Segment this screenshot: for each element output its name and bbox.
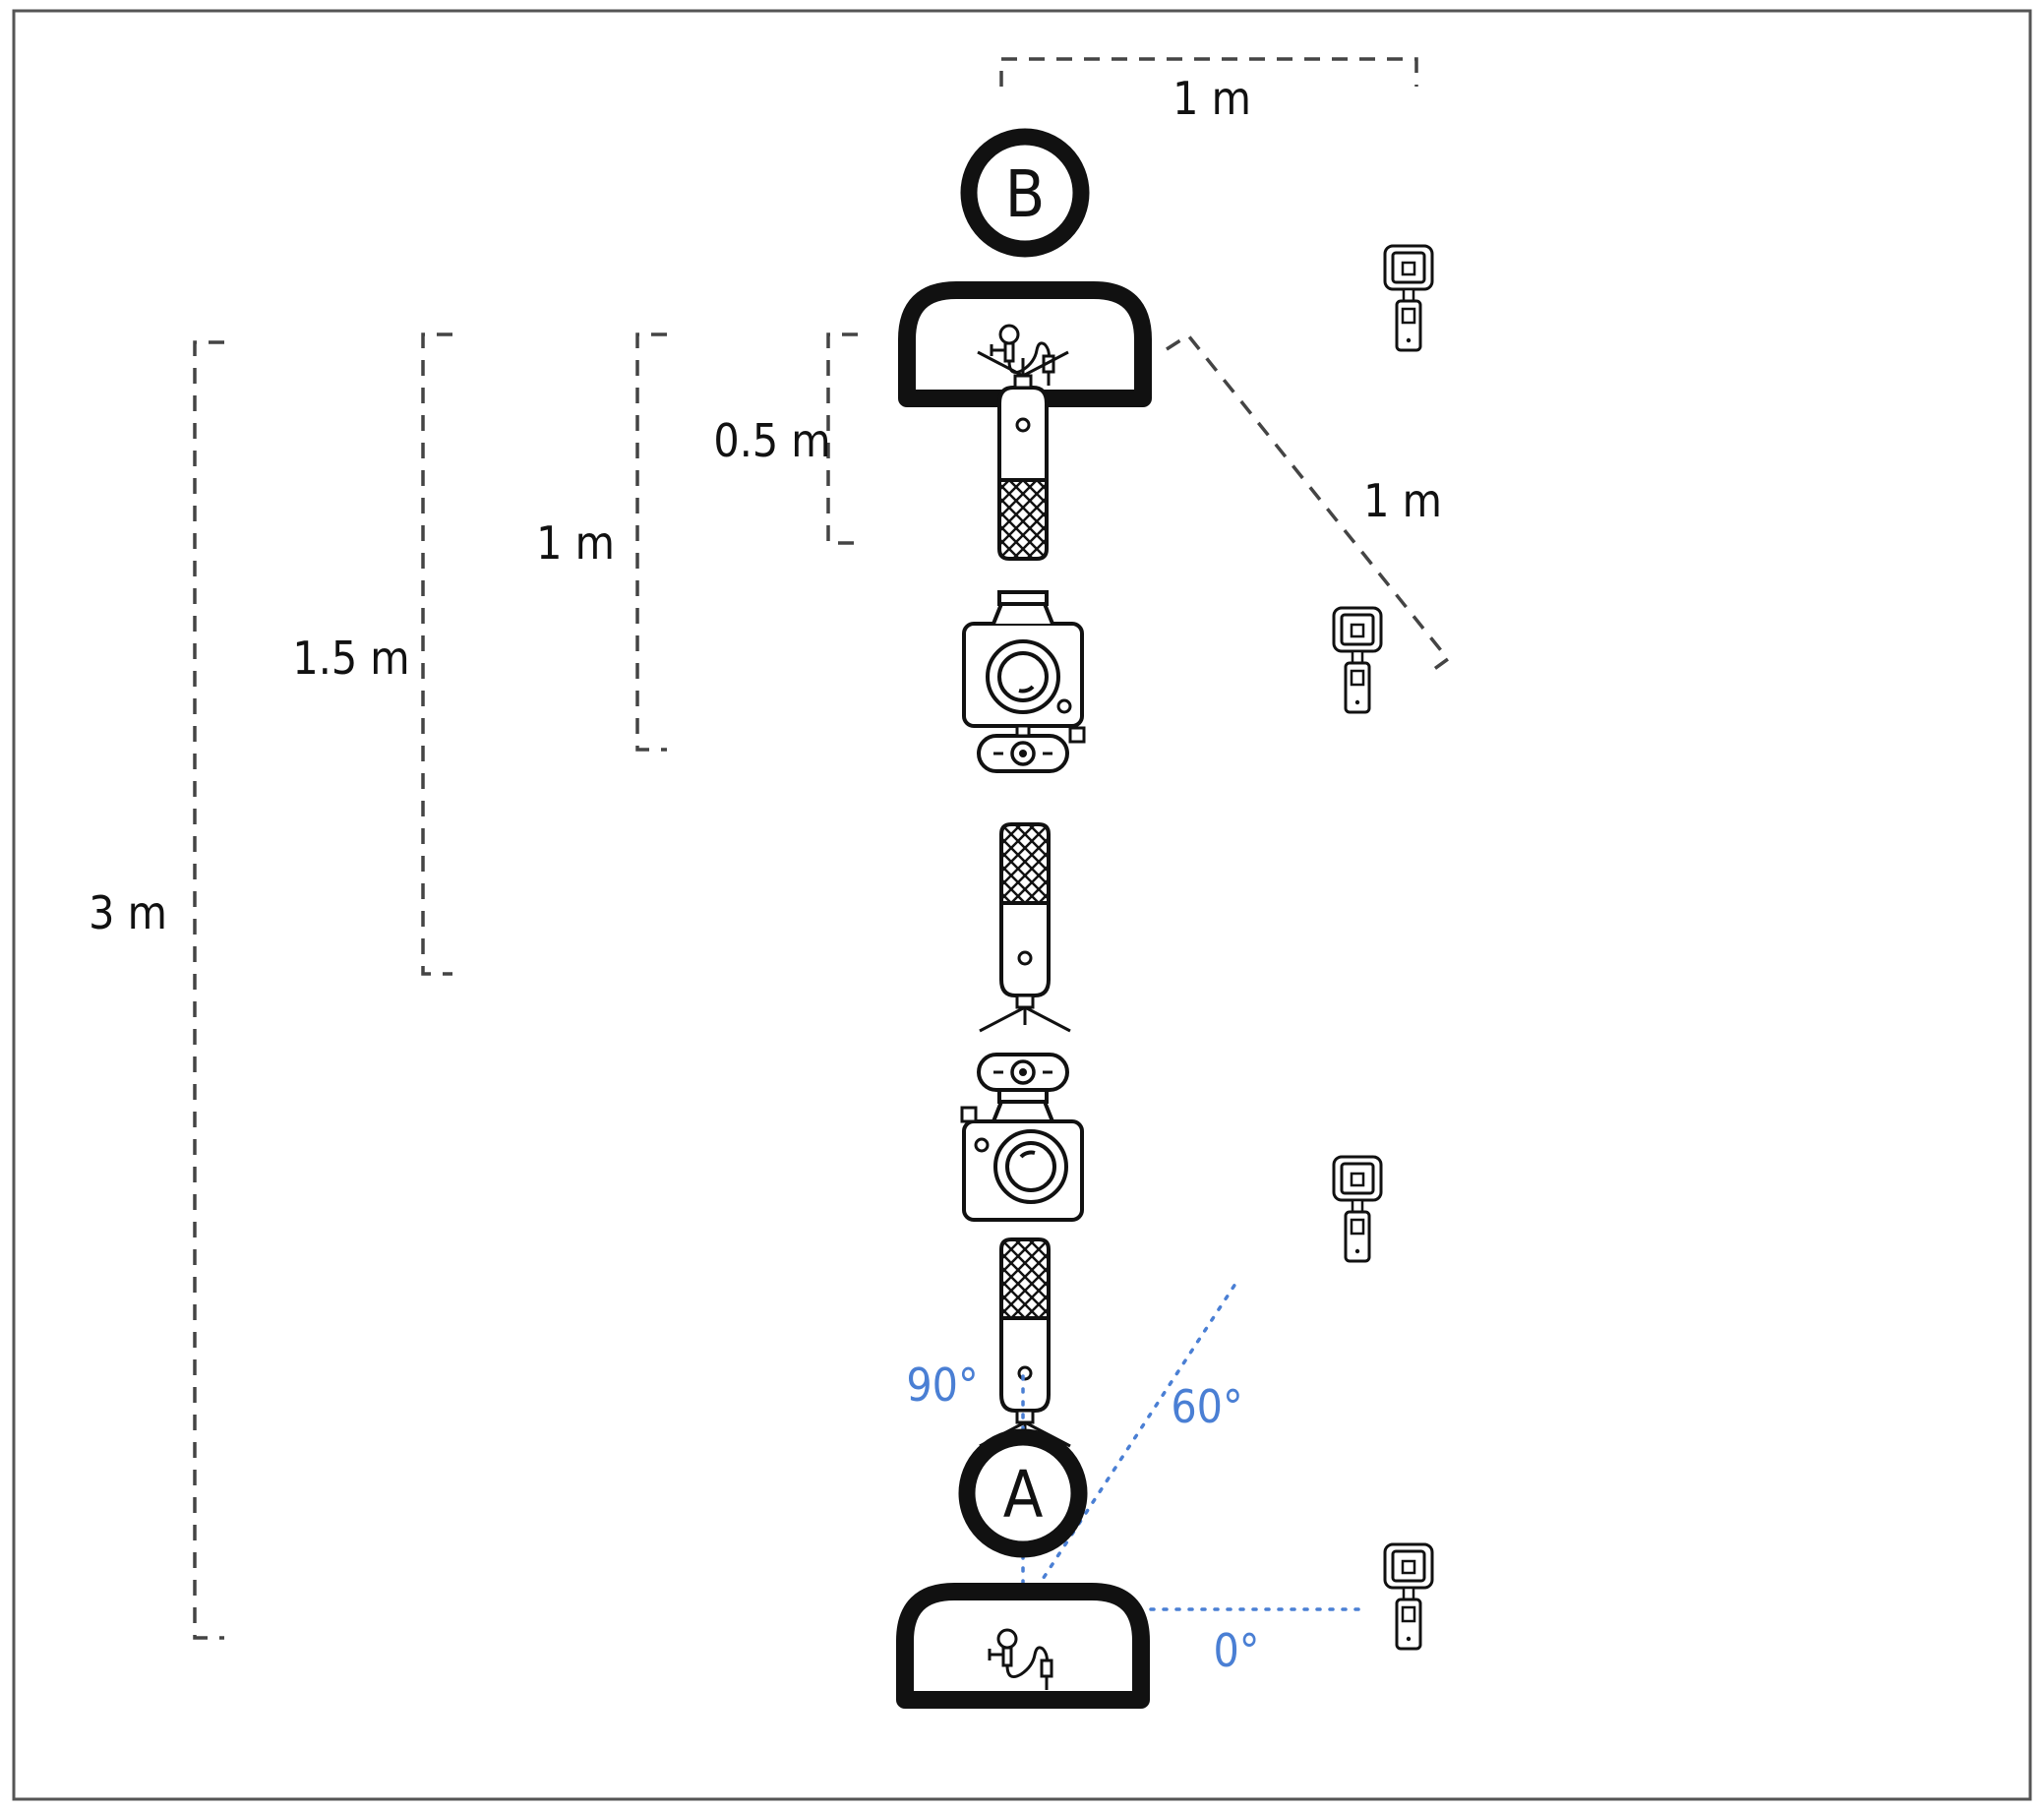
angle-lines (1021, 1279, 1365, 1611)
person-b-label: B (1005, 156, 1046, 232)
camera-icon (960, 1088, 1084, 1222)
frame (12, 9, 2032, 1801)
label-1m-diagonal: 1 m (1363, 474, 1442, 527)
label-1-5m: 1.5 m (292, 632, 409, 685)
bracket-lateral-1m (999, 57, 1418, 87)
action-camera-icon (1383, 244, 1434, 352)
bracket-3m (193, 340, 224, 1640)
action-camera-icon (1383, 1542, 1434, 1651)
webcam-icon (977, 724, 1069, 773)
camera-icon (962, 590, 1086, 744)
person-a-label: A (1003, 1457, 1044, 1533)
person-b: B (907, 128, 1143, 398)
bracket-1m (635, 332, 667, 752)
studio-mic-icon (978, 1237, 1072, 1448)
angle-label-60: 60° (1171, 1380, 1242, 1433)
bracket-1-5m (421, 332, 452, 976)
angle-label-90: 90° (906, 1358, 978, 1412)
person-b-head (960, 128, 1090, 258)
label-1m-top: 1 m (1172, 72, 1251, 125)
bracket-0-5m (826, 332, 858, 545)
action-camera-icon (1332, 1155, 1383, 1263)
label-3m: 3 m (89, 886, 167, 939)
angle-label-0: 0° (1213, 1624, 1259, 1677)
person-a-head (958, 1428, 1088, 1558)
bracket-diagonal-1m (1166, 332, 1451, 677)
person-a: A (905, 1428, 1141, 1700)
action-camera-icon (1332, 606, 1383, 714)
label-0-5m: 0.5 m (713, 414, 830, 467)
label-1m-vertical: 1 m (536, 516, 615, 570)
studio-mic-icon (978, 822, 1072, 1033)
